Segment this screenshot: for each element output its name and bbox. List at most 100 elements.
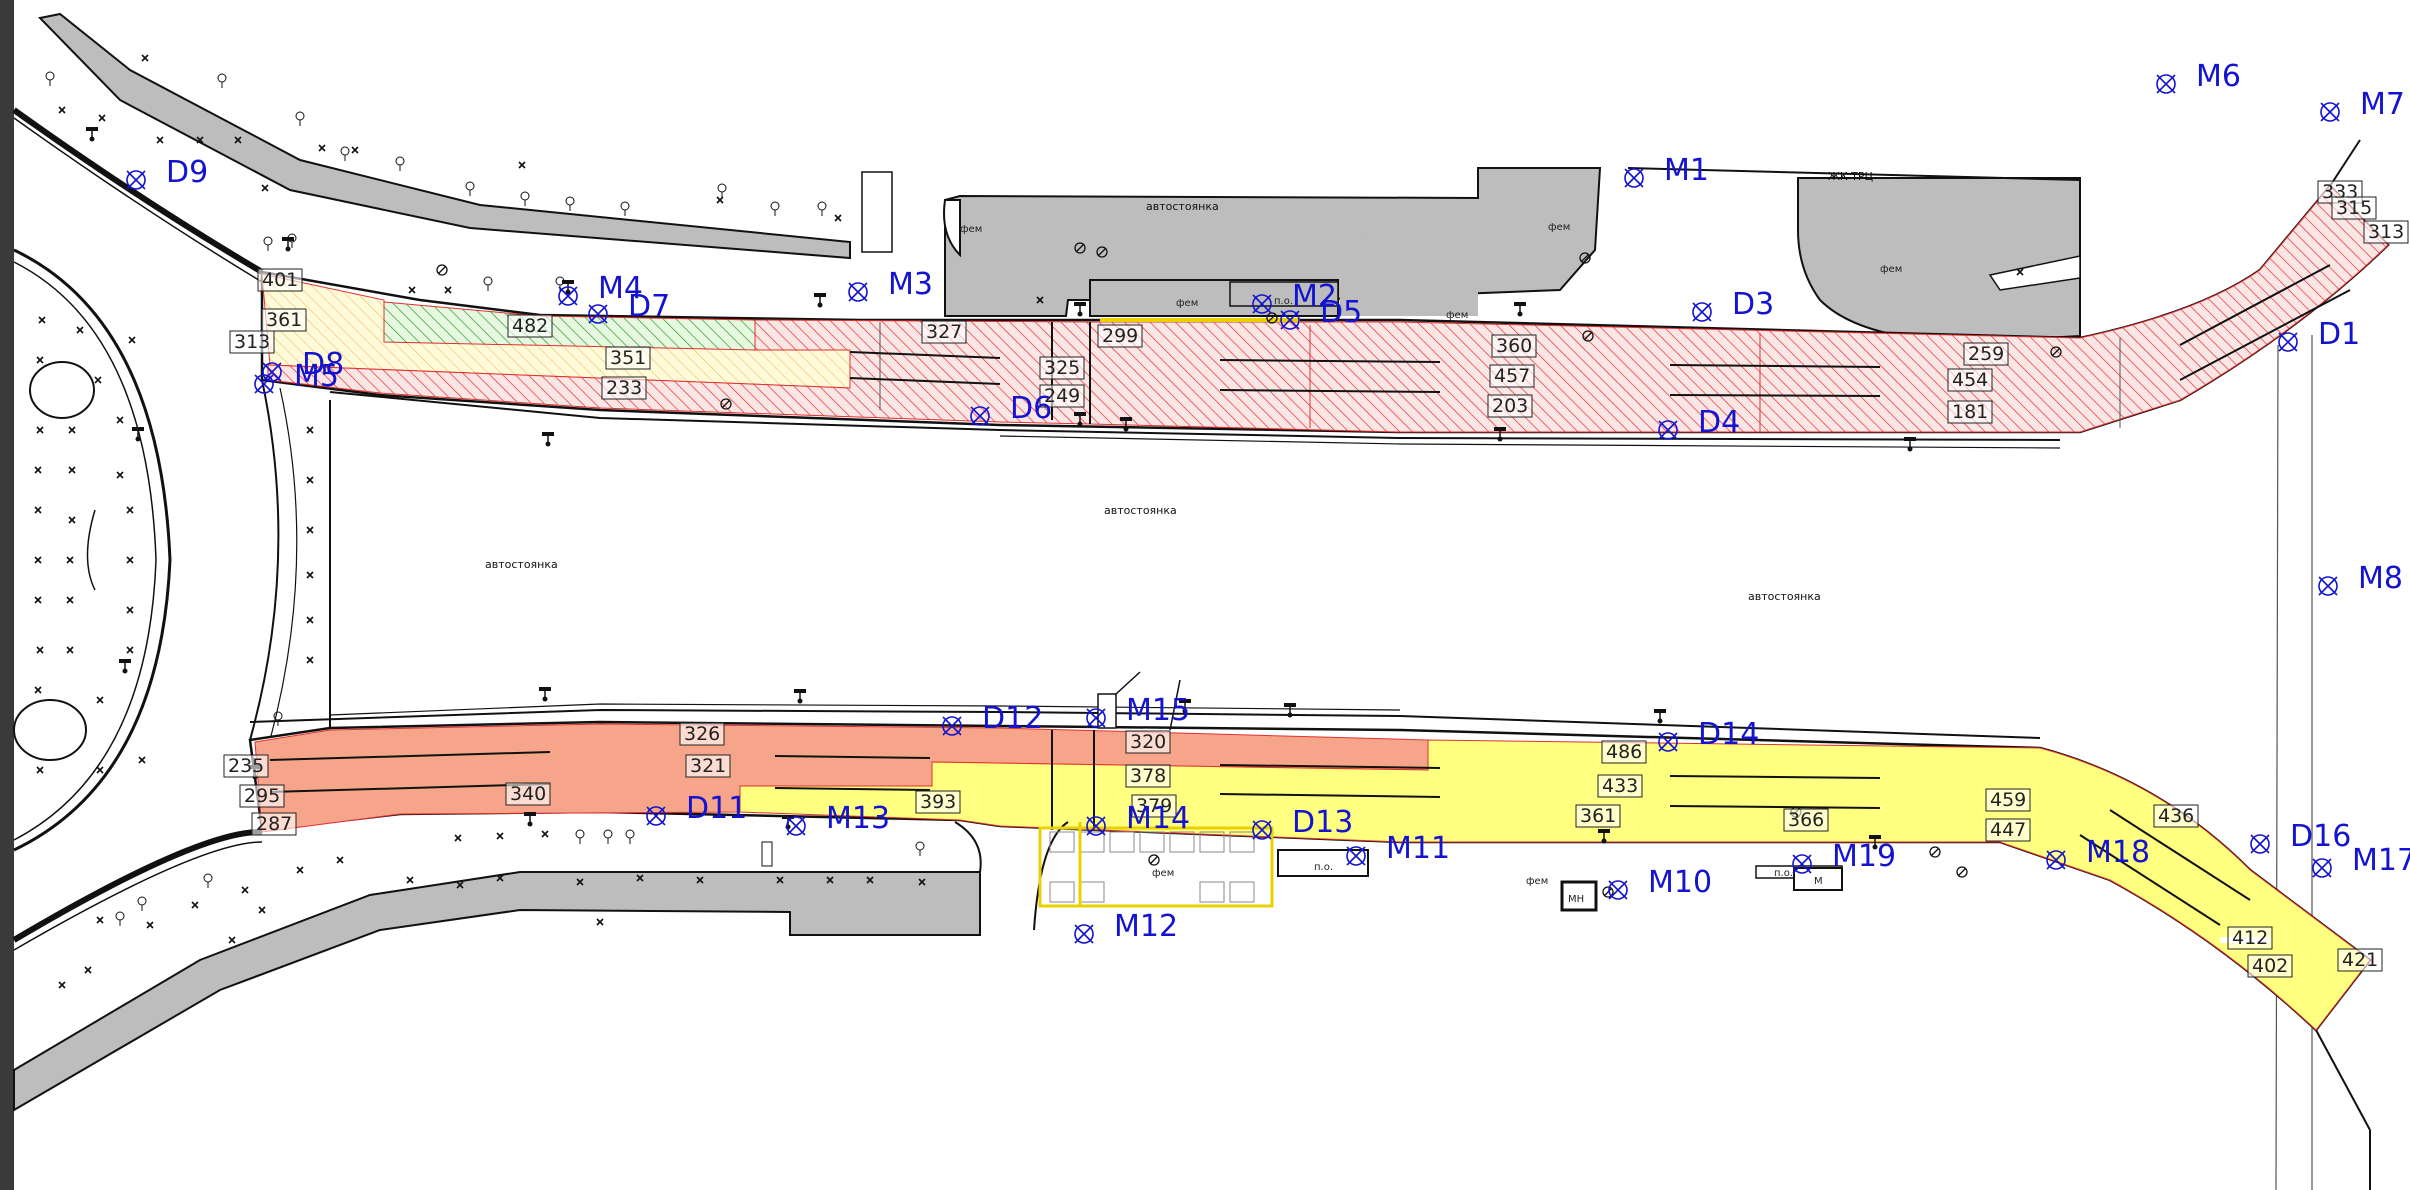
marker-d7: D7 (588, 289, 670, 324)
marker-label: D1 (2318, 317, 2360, 352)
value-box (1985, 788, 2031, 812)
value-label: 459 (1990, 789, 2026, 811)
value-label: 457 (1494, 365, 1530, 387)
value-label: 315 (2336, 197, 2372, 219)
marker-cross-icon (848, 282, 868, 302)
marker-label: M7 (2360, 87, 2405, 122)
bottom-yellow-segment (739, 739, 2371, 1031)
bottom-sidewalk (13, 871, 981, 1112)
marker-d14: D14 (1658, 717, 1759, 752)
value-box (1125, 730, 1171, 754)
marker-label: D12 (982, 701, 1043, 736)
marker-d3: D3 (1692, 287, 1774, 322)
value-box (1039, 384, 1085, 408)
value-label: 181 (1952, 401, 1988, 423)
mn-label: МН (1568, 894, 1584, 905)
value-box (2247, 954, 2293, 978)
marker-label: M13 (826, 801, 890, 836)
value-box (2331, 196, 2377, 220)
value-box (2363, 220, 2409, 244)
value-label: 412 (2232, 927, 2268, 949)
marker-cross-icon (1624, 168, 1644, 188)
marker-d5: D5 (1280, 295, 1362, 330)
marker-label: M6 (2196, 59, 2241, 94)
mall-label: ЖК ТРЦ (1828, 170, 1874, 183)
fem-label-1: фем (960, 224, 982, 235)
po-label-3: п.о. (1774, 868, 1793, 879)
value-box (1491, 334, 1537, 358)
value-box (2227, 926, 2273, 950)
marker-cross-icon (1074, 924, 1094, 944)
value-label: 327 (926, 321, 962, 343)
marker-label: M15 (1126, 693, 1190, 728)
value-label: 320 (1130, 731, 1166, 753)
value-label: 433 (1602, 775, 1638, 797)
value-box (229, 330, 275, 354)
marker-m2: M2 (1252, 279, 1337, 314)
marker-d16: D16 (2250, 819, 2351, 854)
value-box (921, 320, 967, 344)
marker-label: D7 (628, 289, 670, 324)
value-label: 402 (2252, 955, 2288, 977)
value-box (1985, 818, 2031, 842)
marker-m15: M15 (1086, 693, 1190, 728)
value-box (261, 308, 307, 332)
value-box (679, 722, 725, 746)
marker-label: M19 (1832, 839, 1896, 874)
value-box (257, 268, 303, 292)
marker-label: D14 (1698, 717, 1759, 752)
value-label: 393 (920, 791, 956, 813)
value-label: 401 (262, 269, 298, 291)
marker-d9: D9 (126, 155, 208, 190)
parking-label-center: автостоянка (1104, 504, 1177, 517)
value-label: 233 (606, 377, 642, 399)
marker-cross-icon (1692, 302, 1712, 322)
marker-m6: M6 (2156, 59, 2241, 94)
value-box (915, 790, 961, 814)
parking-label-left: автостоянка (485, 558, 558, 571)
marker-m12: M12 (1074, 909, 1178, 944)
marker-label: D4 (1698, 405, 1740, 440)
value-label: 340 (510, 783, 546, 805)
value-label: 299 (1102, 325, 1138, 347)
marker-d11: D11 (646, 791, 747, 826)
marker-cross-icon (2278, 332, 2298, 352)
marker-d8: D8 (262, 347, 344, 382)
marker-cross-icon (2156, 74, 2176, 94)
top-green-segment (383, 301, 756, 351)
marker-m8: M8 (2318, 561, 2403, 596)
value-label: 325 (1044, 357, 1080, 379)
value-box (1125, 764, 1171, 788)
marker-label: D9 (166, 155, 208, 190)
value-label: 361 (1580, 805, 1616, 827)
marker-label: D3 (1732, 287, 1774, 322)
value-label: 482 (512, 315, 548, 337)
marker-d4: D4 (1658, 405, 1740, 440)
value-label: 235 (228, 755, 264, 777)
marker-m10: M10 (1608, 865, 1712, 900)
value-box (1947, 400, 1993, 424)
value-label: 313 (234, 331, 270, 353)
value-label: 436 (2158, 805, 2194, 827)
top-red-hatch-right (1089, 185, 2389, 433)
value-label: 366 (1788, 809, 1824, 831)
marker-label: M18 (2086, 835, 2150, 870)
value-label: 421 (2342, 949, 2378, 971)
marker-label: M17 (2352, 843, 2410, 878)
value-box (685, 754, 731, 778)
marker-m19: M19 (1792, 839, 1896, 874)
value-box (1487, 394, 1533, 418)
value-box (507, 314, 553, 338)
po-label-2: п.о. (1314, 862, 1333, 873)
po-label-1: п.о. (1274, 296, 1293, 307)
bottom-parking-grid (1038, 826, 1274, 908)
value-label: 454 (1952, 369, 1988, 391)
marker-m11: M11 (1346, 831, 1450, 866)
value-box (223, 754, 269, 778)
value-label: 313 (2368, 221, 2404, 243)
marker-label: M14 (1126, 801, 1190, 836)
marker-m13: M13 (786, 801, 890, 836)
value-box (1597, 774, 1643, 798)
value-label: 326 (684, 723, 720, 745)
